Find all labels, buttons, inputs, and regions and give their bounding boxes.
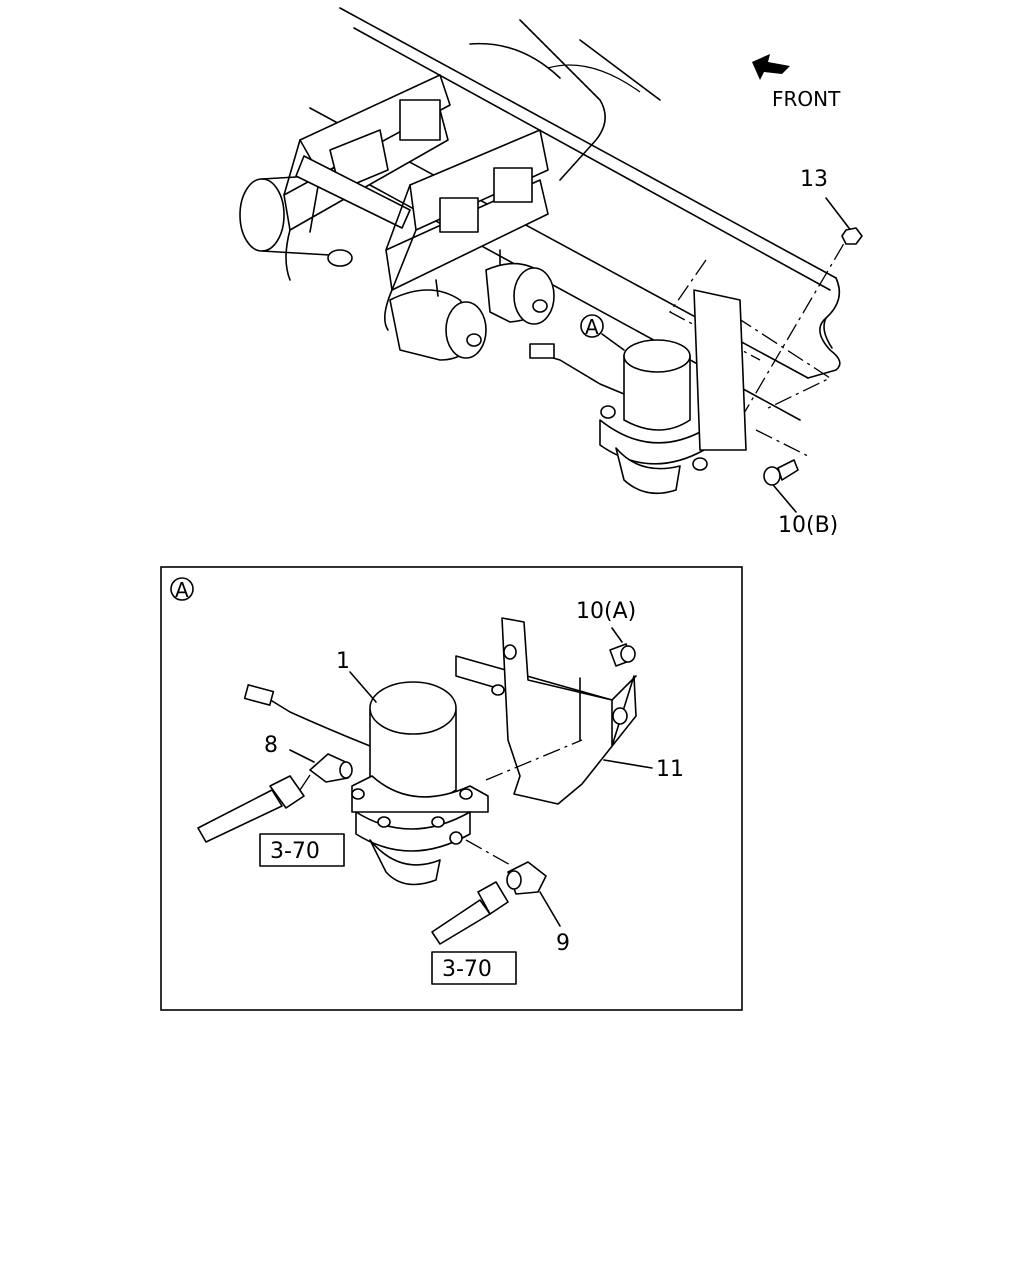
- callout-10a: 10(A): [576, 599, 636, 624]
- detail-a-marker-circle: [580, 314, 604, 338]
- ref-left: 3-70: [270, 839, 320, 864]
- fitting-8-icon: [309, 753, 353, 783]
- bracket-assembly: [283, 74, 549, 331]
- air-dryer-1: [243, 681, 513, 886]
- callout-9: 9: [556, 931, 570, 956]
- leader-10b: [773, 485, 797, 513]
- detail-a-label: A: [175, 578, 189, 602]
- callout-13: 13: [800, 167, 828, 192]
- air-tanks-lower: [389, 249, 555, 361]
- bolt-10b-icon: [763, 459, 799, 486]
- callout-10b: 10(B): [778, 513, 838, 538]
- leader-8: [289, 749, 315, 763]
- ref-bottom: 3-70: [442, 957, 492, 982]
- front-label: FRONT: [772, 87, 841, 111]
- front-arrow-icon: [752, 54, 790, 80]
- leader-9: [539, 891, 561, 927]
- nut-13-icon: [841, 227, 863, 245]
- ref-box-left: [259, 833, 345, 867]
- hose-bottom: [431, 881, 509, 945]
- leader-1: [349, 671, 377, 703]
- dryer-overview: [529, 239, 847, 495]
- detail-a-frame: [160, 566, 743, 1011]
- callout-1: 1: [336, 649, 350, 674]
- leader-13: [825, 197, 853, 233]
- callout-11: 11: [656, 757, 684, 782]
- ref-box-bottom: [431, 951, 517, 985]
- callout-8: 8: [264, 733, 278, 758]
- fitting-9-icon: [506, 861, 547, 895]
- hose-left: [197, 771, 313, 843]
- bracket-11: [455, 617, 637, 805]
- leader-11: [603, 759, 653, 769]
- leader-10a: [611, 627, 623, 643]
- bolt-10a-icon: [609, 643, 636, 667]
- detail-a-marker: A: [585, 315, 599, 339]
- leader-detail-a: [601, 333, 625, 351]
- detail-a-label-circle: [170, 577, 194, 601]
